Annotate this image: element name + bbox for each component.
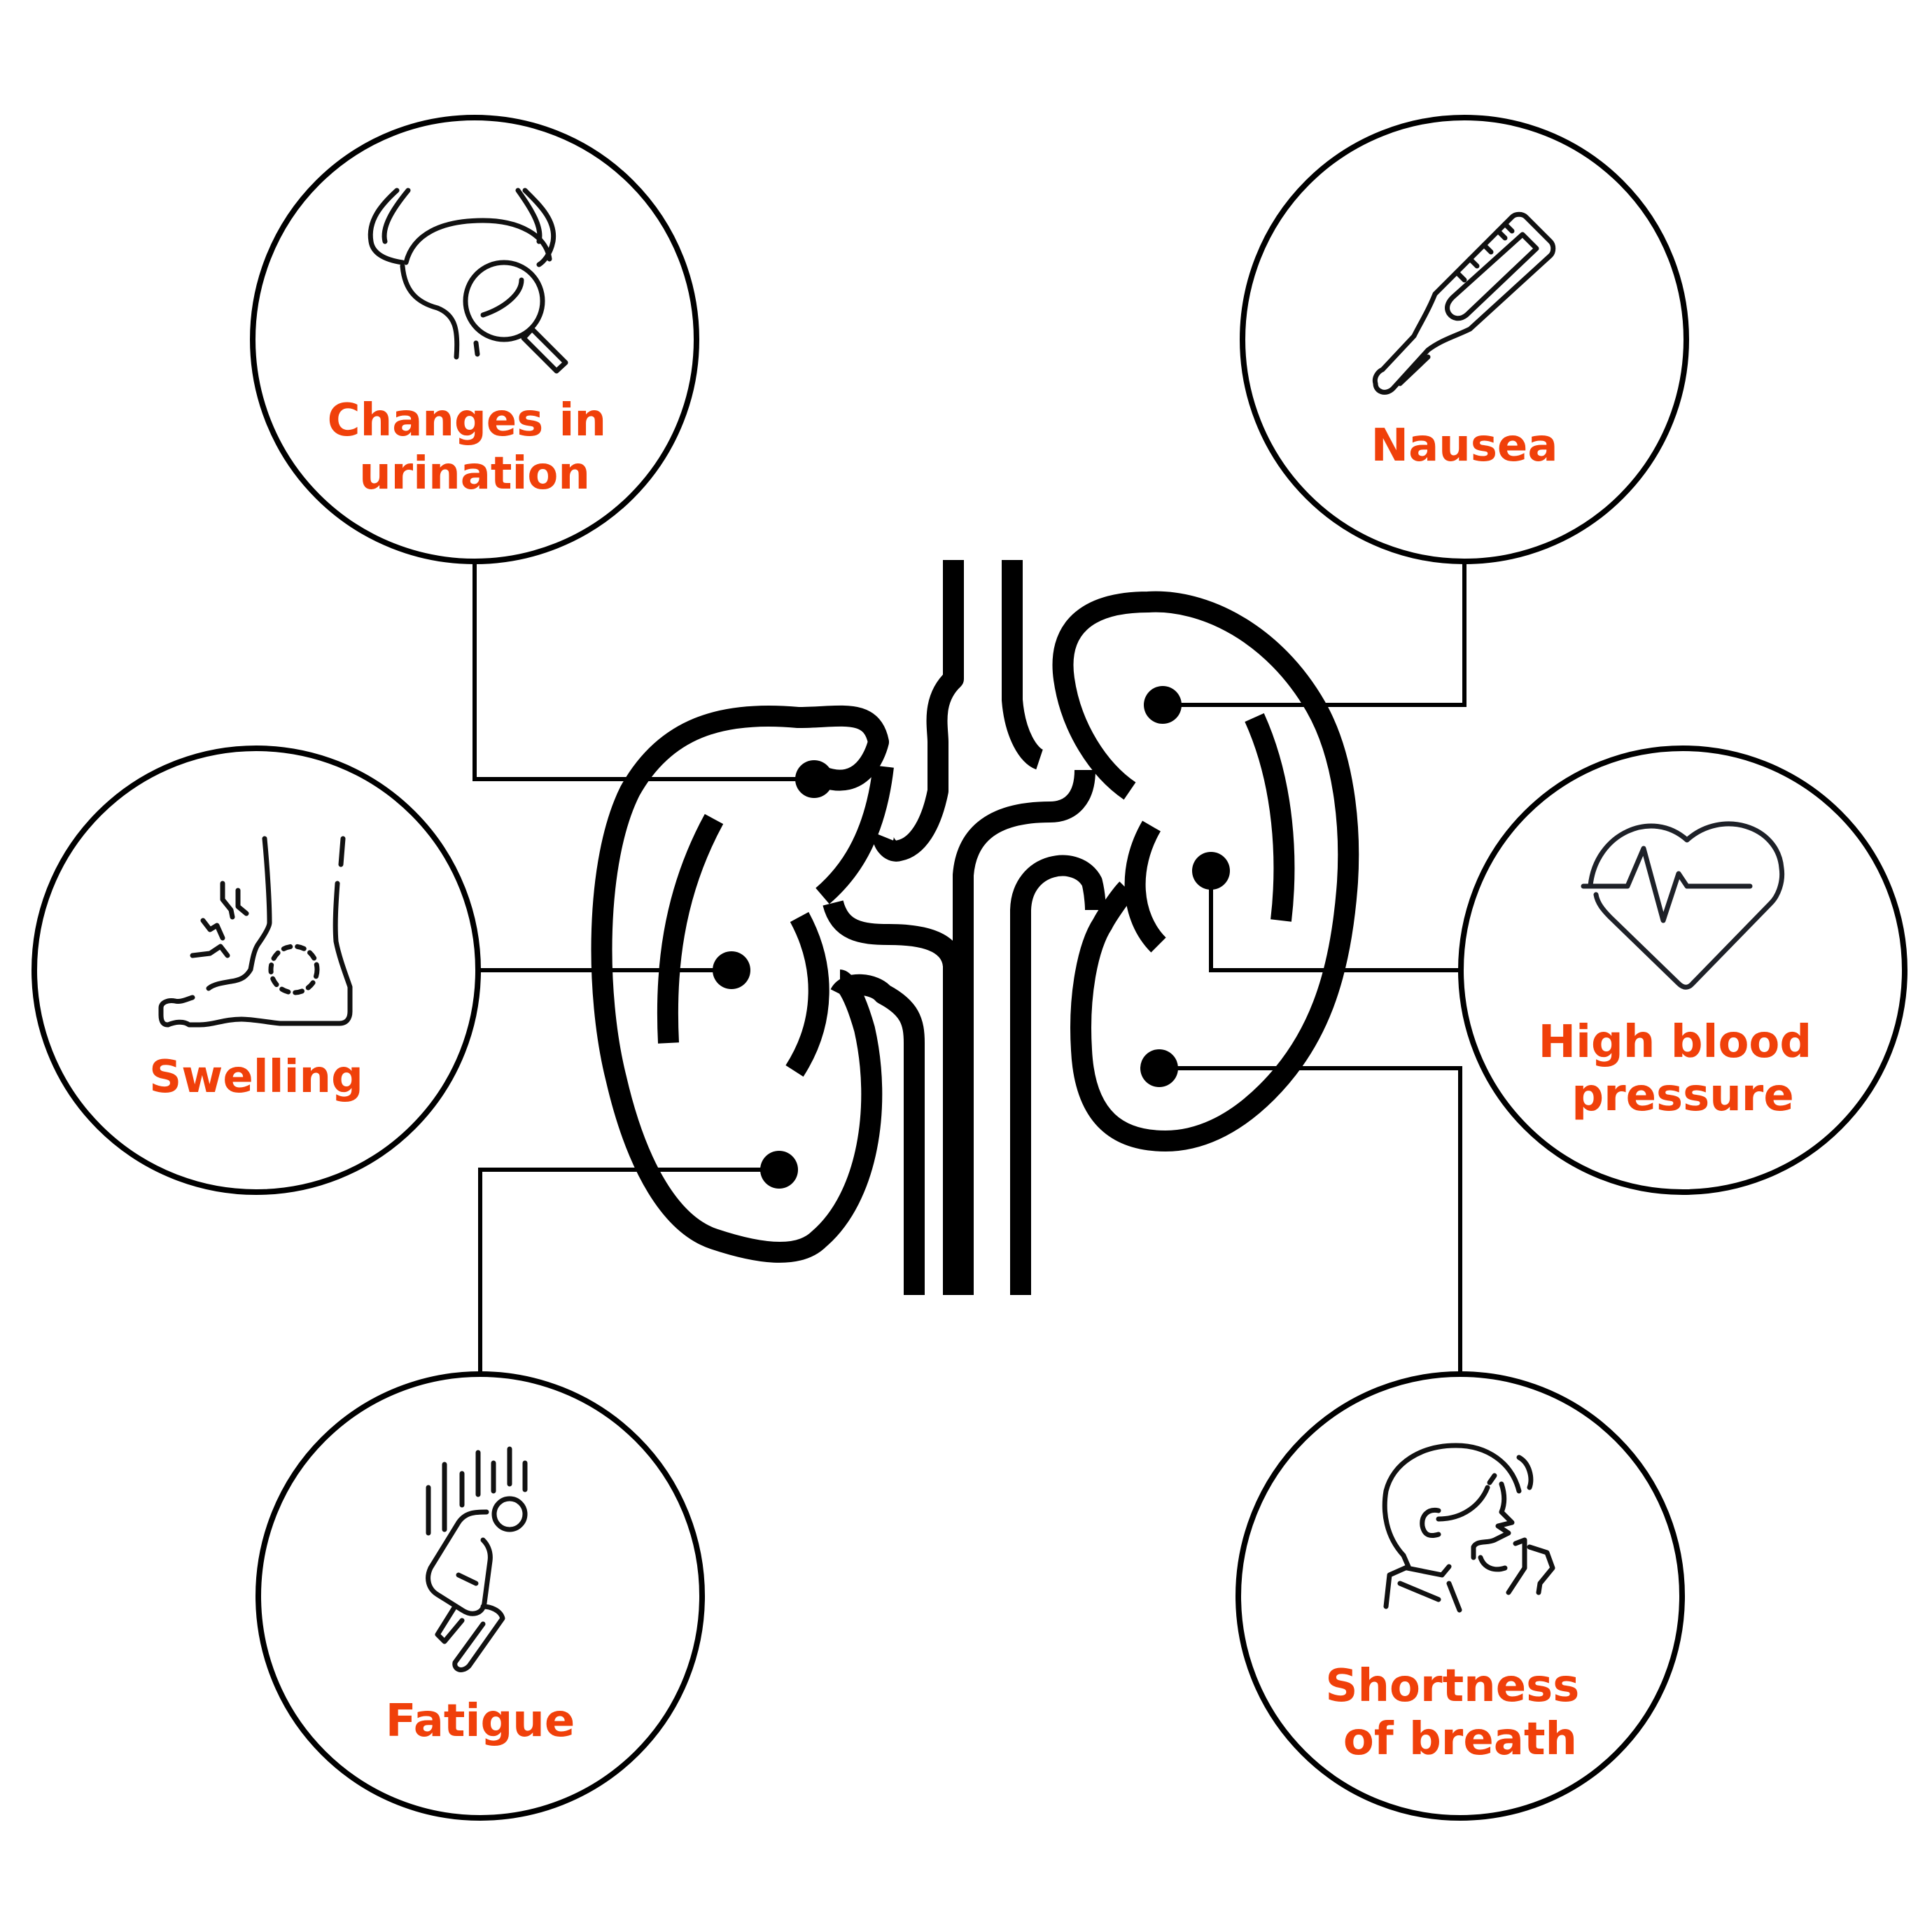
symptom-fatigue: Fatigue (255, 1371, 705, 1821)
dot-urination (795, 760, 833, 798)
ureter-right (1010, 855, 1106, 1295)
symptom-circle (255, 1371, 705, 1821)
symptom-circle (31, 746, 481, 1195)
symptom-label: Changes in urination (328, 395, 622, 500)
symptom-label: High blood pressure (1539, 1016, 1828, 1121)
right-kidney-groove-1 (1245, 713, 1295, 922)
connector-fatigue (478, 1168, 779, 1372)
symptom-nausea: Nausea (1240, 115, 1689, 564)
connector-breath (1159, 1066, 1462, 1372)
kidneys-illustration (591, 560, 1359, 1295)
dot-blood-pressure (1192, 852, 1230, 890)
dot-nausea (1144, 686, 1182, 724)
label-line-1: Fatigue (386, 1695, 575, 1747)
symptom-blood-pressure: High blood pressure (1458, 746, 1907, 1195)
bladder-magnifier-icon (368, 188, 568, 374)
label-line-1: Shortness (1325, 1660, 1579, 1712)
label-line-1: Changes in (328, 395, 606, 447)
heart-pulse-icon (1581, 821, 1785, 990)
ureter-fragment (1010, 1267, 1031, 1295)
central-vessel (953, 769, 1096, 1295)
swollen-foot-icon (158, 836, 353, 1028)
symptom-circle (1236, 1371, 1685, 1821)
label-line-2: urination (359, 448, 590, 500)
left-kidney-outline (591, 705, 889, 1263)
breathless-person-icon (1382, 1443, 1555, 1613)
aorta-right (1002, 560, 1044, 770)
connector-nausea (1163, 561, 1466, 707)
symptom-label: Swelling (149, 1051, 363, 1103)
symptom-circle (1458, 746, 1907, 1195)
label-line-1: Nausea (1371, 420, 1558, 472)
left-kidney-groove-1 (657, 813, 724, 1044)
label-line-1: High blood (1539, 1016, 1812, 1068)
symptom-breath: Shortness of breath (1236, 1371, 1685, 1821)
tired-person-icon (426, 1446, 528, 1672)
left-kidney-groove-2 (785, 911, 830, 1077)
aorta-left (872, 560, 964, 862)
symptom-circle (250, 115, 699, 564)
symptom-label: Nausea (1371, 420, 1558, 472)
connector-blood-pressure (1209, 871, 1464, 972)
label-line-2: of breath (1343, 1714, 1577, 1765)
dot-breath (1140, 1049, 1178, 1087)
label-line-1: Swelling (149, 1051, 363, 1103)
connector-lines (472, 561, 1466, 1372)
thermometer-icon (1372, 211, 1556, 395)
left-renal-vessel (822, 899, 964, 1295)
symptom-label: Fatigue (386, 1695, 575, 1747)
connector-urination (472, 561, 814, 781)
right-kidney-outline (1052, 591, 1359, 1152)
symptom-label: Shortness of breath (1325, 1660, 1595, 1765)
symptom-swelling: Swelling (31, 746, 481, 1195)
symptom-urination: Changes in urination (250, 115, 699, 564)
label-line-2: pressure (1572, 1070, 1794, 1121)
dot-swelling (713, 951, 750, 989)
dot-fatigue (760, 1151, 798, 1189)
symptom-circle (1240, 115, 1689, 564)
anchor-dots (713, 686, 1230, 1189)
left-kidney-hilum (816, 765, 894, 904)
right-kidney-groove-2 (1124, 820, 1167, 953)
left-ureter (830, 974, 925, 1295)
